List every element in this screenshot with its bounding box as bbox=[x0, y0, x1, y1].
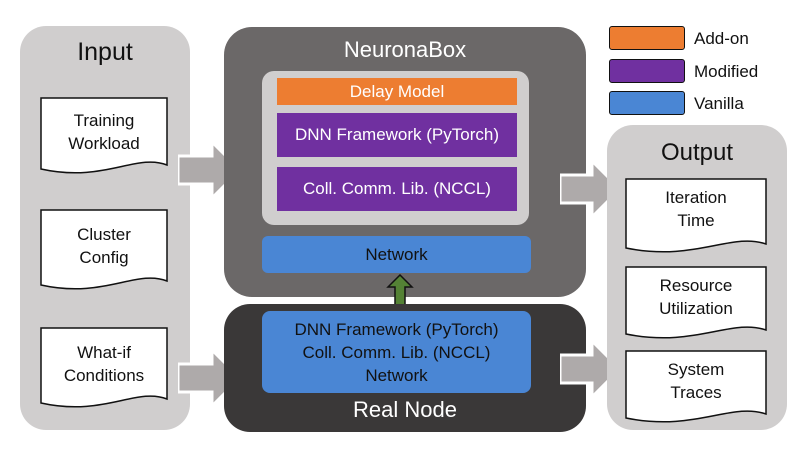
dnn-framework-block-modified: DNN Framework (PyTorch) bbox=[277, 113, 517, 157]
real-node-title: Real Node bbox=[353, 397, 457, 422]
doc-line: Conditions bbox=[63, 366, 145, 385]
input-doc-what-if-conditions: What-if Conditions bbox=[40, 327, 168, 411]
legend-swatch-modified bbox=[609, 59, 685, 83]
doc-line: Workload bbox=[68, 134, 140, 153]
legend-label-modified: Modified bbox=[694, 62, 759, 81]
input-doc-training-workload: Training Workload bbox=[40, 97, 168, 177]
input-title: Input bbox=[77, 38, 133, 66]
real-node-line: DNN Framework (PyTorch) bbox=[294, 319, 499, 339]
delay-model-block: Delay Model bbox=[277, 78, 517, 105]
legend-swatch-add-on bbox=[609, 26, 685, 50]
coll-comm-block-modified: Coll. Comm. Lib. (NCCL) bbox=[277, 167, 517, 211]
output-doc-iteration-time: Iteration Time bbox=[625, 178, 767, 256]
real-node-line: Network bbox=[365, 365, 428, 385]
dnn-framework-label: DNN Framework (PyTorch) bbox=[294, 125, 500, 144]
real-node-line: Coll. Comm. Lib. (NCCL) bbox=[302, 342, 491, 362]
network-label: Network bbox=[365, 244, 428, 264]
delay-model-label: Delay Model bbox=[349, 81, 445, 101]
doc-line: Training bbox=[73, 111, 135, 130]
output-doc-system-traces: System Traces bbox=[625, 350, 767, 426]
doc-line: Time bbox=[677, 211, 715, 230]
neuronabox-title: NeuronaBox bbox=[343, 37, 467, 62]
doc-line: System bbox=[667, 360, 725, 379]
doc-line: Utilization bbox=[659, 299, 733, 318]
doc-line: Iteration bbox=[665, 188, 727, 207]
doc-line: Config bbox=[79, 248, 129, 267]
output-doc-resource-utilization: Resource Utilization bbox=[625, 266, 767, 342]
doc-line: Resource bbox=[659, 276, 733, 295]
arrow-right-icon bbox=[560, 338, 622, 400]
legend-label-add-on: Add-on bbox=[694, 29, 749, 48]
arrow-right-icon bbox=[560, 158, 622, 220]
legend-label-vanilla: Vanilla bbox=[694, 94, 744, 113]
doc-line: Cluster bbox=[77, 225, 131, 244]
network-block-vanilla: Network bbox=[262, 236, 531, 273]
coll-comm-label: Coll. Comm. Lib. (NCCL) bbox=[303, 179, 491, 198]
doc-line: What-if bbox=[77, 343, 131, 362]
output-title: Output bbox=[660, 139, 734, 166]
doc-line: Traces bbox=[670, 383, 722, 402]
real-node-stack-block: DNN Framework (PyTorch) Coll. Comm. Lib.… bbox=[262, 311, 531, 393]
input-doc-cluster-config: Cluster Config bbox=[40, 209, 168, 293]
legend-swatch-vanilla bbox=[609, 91, 685, 115]
